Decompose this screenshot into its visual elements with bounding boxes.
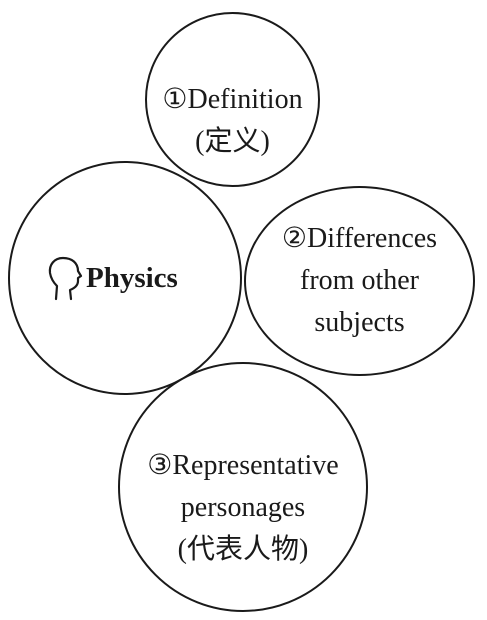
definition-line-2: (定义)	[195, 126, 270, 157]
representatives-line-1: ③Representative	[147, 450, 339, 481]
physics-label: Physics	[86, 261, 178, 294]
physics-circle	[8, 161, 242, 395]
differences-label: ②Differences from other subjects	[244, 218, 475, 344]
definition-label: ①Definition (定义)	[145, 79, 320, 163]
representatives-line-3: (代表人物)	[177, 534, 309, 565]
differences-line-3: subjects	[314, 307, 405, 338]
differences-line-1: ②Differences	[281, 223, 438, 254]
representatives-line-2: personages	[180, 492, 306, 523]
differences-line-2: from other	[300, 265, 419, 296]
representatives-circle	[118, 362, 368, 612]
representatives-label: ③Representative personages (代表人物)	[118, 445, 368, 571]
definition-line-1: ①Definition	[162, 84, 303, 115]
head-profile-icon	[48, 256, 83, 301]
definition-circle	[145, 12, 320, 187]
differences-circle	[244, 186, 475, 376]
physics-label-group: Physics	[44, 253, 178, 303]
